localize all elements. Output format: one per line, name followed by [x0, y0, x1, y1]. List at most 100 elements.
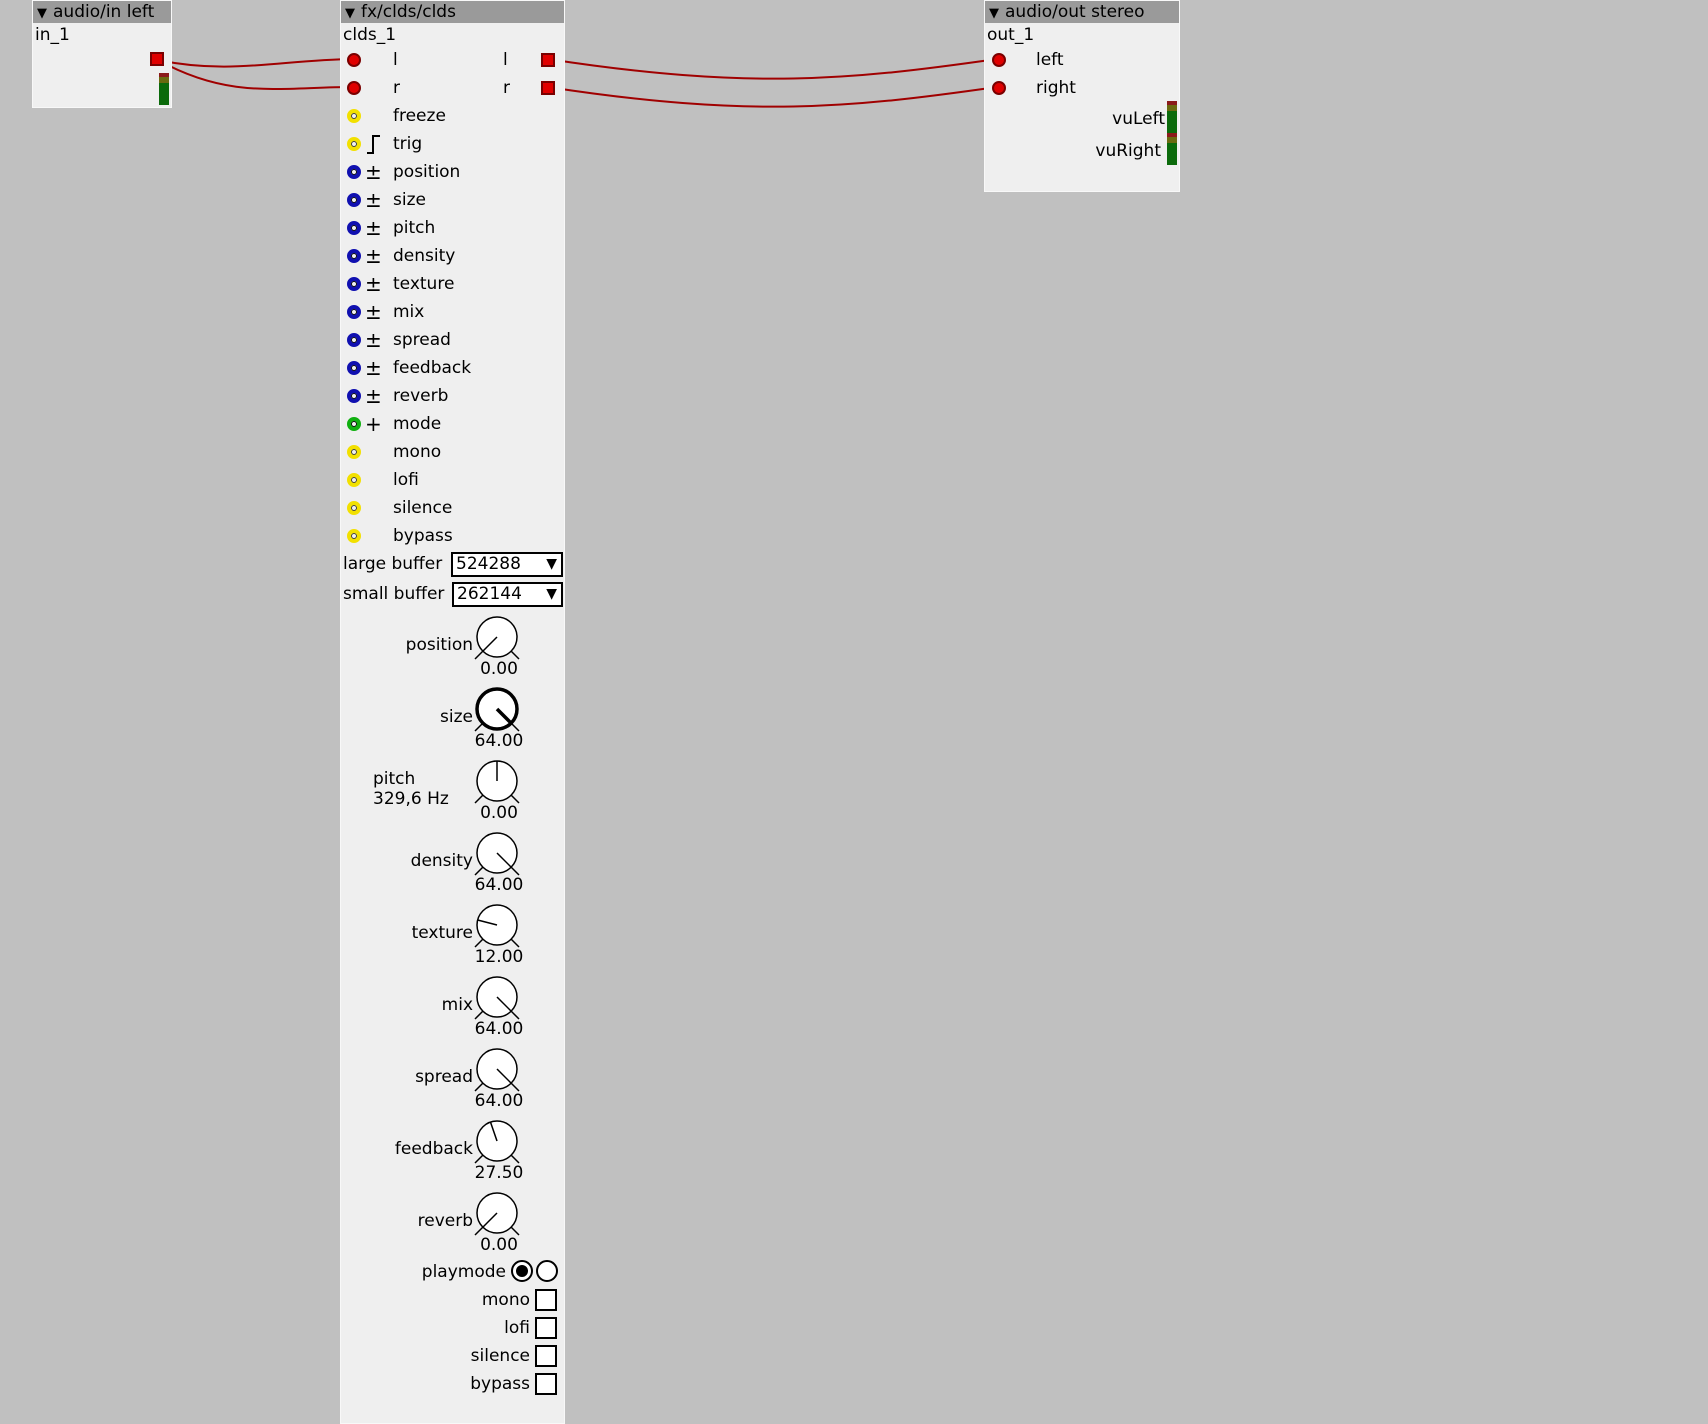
knob-size-value: 64.00	[474, 731, 524, 751]
vu-left-label: vuLeft	[1112, 109, 1165, 129]
object-type: audio/in left	[53, 2, 155, 22]
inlet-lofi-jack[interactable]	[347, 473, 361, 487]
knob-texture[interactable]	[473, 901, 521, 949]
bipolar-icon: ±	[365, 216, 382, 240]
inlet-mode-jack[interactable]	[347, 417, 361, 431]
audio-in-right-jack[interactable]	[992, 81, 1006, 95]
bipolar-icon: ±	[365, 188, 382, 212]
checkbox-lofi-label: lofi	[504, 1318, 530, 1338]
inlet-trig-label: trig	[393, 134, 423, 154]
checkbox-bypass[interactable]	[535, 1373, 557, 1395]
collapse-triangle-icon[interactable]: ▼	[989, 6, 999, 21]
knob-pitch-value: 0.00	[480, 803, 518, 823]
knob-mix-value: 64.00	[474, 1019, 524, 1039]
knob-feedback[interactable]	[473, 1117, 521, 1165]
knob-dial-icon	[474, 1192, 520, 1236]
audio-in-right-label: right	[1036, 78, 1076, 98]
inlet-reverb-jack[interactable]	[347, 389, 361, 403]
inlet-bypass-label: bypass	[393, 526, 453, 546]
bipolar-icon: ±	[365, 328, 382, 352]
knob-size[interactable]	[473, 685, 521, 733]
audio-out-l-jack[interactable]	[541, 53, 555, 67]
bipolar-icon: ±	[365, 160, 382, 184]
audio-in-left-label: left	[1036, 50, 1064, 70]
audio-in-object[interactable]: ▼ audio/in left in_1	[32, 0, 172, 108]
wire-in-to-clds-r	[157, 59, 354, 91]
instance-name: in_1	[35, 25, 70, 45]
checkbox-mono[interactable]	[535, 1289, 557, 1311]
inlet-freeze-label: freeze	[393, 106, 446, 126]
small-buffer-select[interactable]: 262144 ▼	[452, 582, 563, 607]
knob-texture-label: texture	[411, 923, 473, 943]
audio-out-r-label: r	[503, 78, 510, 98]
instance-name: out_1	[987, 25, 1035, 45]
knob-pitch[interactable]	[473, 757, 521, 805]
knob-reverb[interactable]	[473, 1189, 521, 1237]
knob-dial-icon	[474, 976, 520, 1020]
knob-dial-icon	[474, 832, 520, 876]
audio-out-titlebar[interactable]: ▼audio/out stereo	[985, 1, 1179, 23]
audio-in-titlebar[interactable]: ▼ audio/in left	[33, 1, 171, 23]
bipolar-icon: ±	[365, 356, 382, 380]
audio-in-l-jack[interactable]	[347, 53, 361, 67]
inlet-density-label: density	[393, 246, 456, 266]
checkbox-silence[interactable]	[535, 1345, 557, 1367]
collapse-triangle-icon[interactable]: ▼	[37, 6, 47, 21]
large-buffer-select[interactable]: 524288 ▼	[451, 552, 563, 577]
knob-dial-icon	[474, 760, 520, 804]
inlet-mono-jack[interactable]	[347, 445, 361, 459]
playmode-label: playmode	[421, 1262, 506, 1282]
inlet-bypass-jack[interactable]	[347, 529, 361, 543]
inlet-trig-jack[interactable]	[347, 137, 361, 151]
inlet-position-jack[interactable]	[347, 165, 361, 179]
inlet-lofi-label: lofi	[393, 470, 419, 490]
inlet-spread-jack[interactable]	[347, 333, 361, 347]
audio-out-jack[interactable]	[150, 52, 164, 66]
knob-reverb-value: 0.00	[480, 1235, 518, 1255]
knob-density[interactable]	[473, 829, 521, 877]
knob-spread[interactable]	[473, 1045, 521, 1093]
vu-left-meter	[1167, 101, 1177, 133]
knob-dial-icon	[474, 1048, 520, 1092]
inlet-silence-jack[interactable]	[347, 501, 361, 515]
inlet-texture-jack[interactable]	[347, 277, 361, 291]
object-type: fx/clds/clds	[361, 2, 456, 22]
inlet-freeze-jack[interactable]	[347, 109, 361, 123]
audio-in-r-jack[interactable]	[347, 81, 361, 95]
audio-out-r-jack[interactable]	[541, 81, 555, 95]
knob-spread-label: spread	[415, 1067, 473, 1087]
checkbox-lofi[interactable]	[535, 1317, 557, 1339]
checkbox-bypass-label: bypass	[470, 1374, 530, 1394]
large-buffer-value: 524288	[456, 554, 521, 574]
inlet-mix-label: mix	[393, 302, 425, 322]
inlet-density-jack[interactable]	[347, 249, 361, 263]
collapse-triangle-icon[interactable]: ▼	[345, 6, 355, 21]
audio-in-l-label: l	[393, 50, 398, 70]
bipolar-icon: ±	[365, 244, 382, 268]
knob-size-label: size	[440, 707, 473, 727]
clds-titlebar[interactable]: ▼ fx/clds/clds	[341, 1, 564, 23]
knob-dial-icon	[474, 904, 520, 948]
inlet-feedback-jack[interactable]	[347, 361, 361, 375]
playmode-radio-1[interactable]	[536, 1260, 558, 1282]
knob-pitch-name: pitch	[373, 769, 416, 789]
audio-in-left-jack[interactable]	[992, 53, 1006, 67]
inlet-pitch-jack[interactable]	[347, 221, 361, 235]
bipolar-icon: ±	[365, 384, 382, 408]
knob-dial-icon	[474, 687, 520, 732]
knob-mix[interactable]	[473, 973, 521, 1021]
small-buffer-label: small buffer	[343, 584, 445, 604]
audio-out-object[interactable]: ▼audio/out stereo out_1 left right vuLef…	[984, 0, 1180, 192]
inlet-mix-jack[interactable]	[347, 305, 361, 319]
playmode-radio-0[interactable]	[511, 1260, 533, 1282]
knob-density-value: 64.00	[474, 875, 524, 895]
knob-pitch-sublabel: 329,6 Hz	[373, 789, 449, 809]
inlet-pitch-label: pitch	[393, 218, 436, 238]
knob-dial-icon	[474, 1120, 520, 1164]
knob-position[interactable]	[473, 613, 521, 661]
inlet-size-jack[interactable]	[347, 193, 361, 207]
inlet-position-label: position	[393, 162, 461, 182]
knob-feedback-label: feedback	[394, 1139, 473, 1159]
inlet-texture-label: texture	[393, 274, 455, 294]
